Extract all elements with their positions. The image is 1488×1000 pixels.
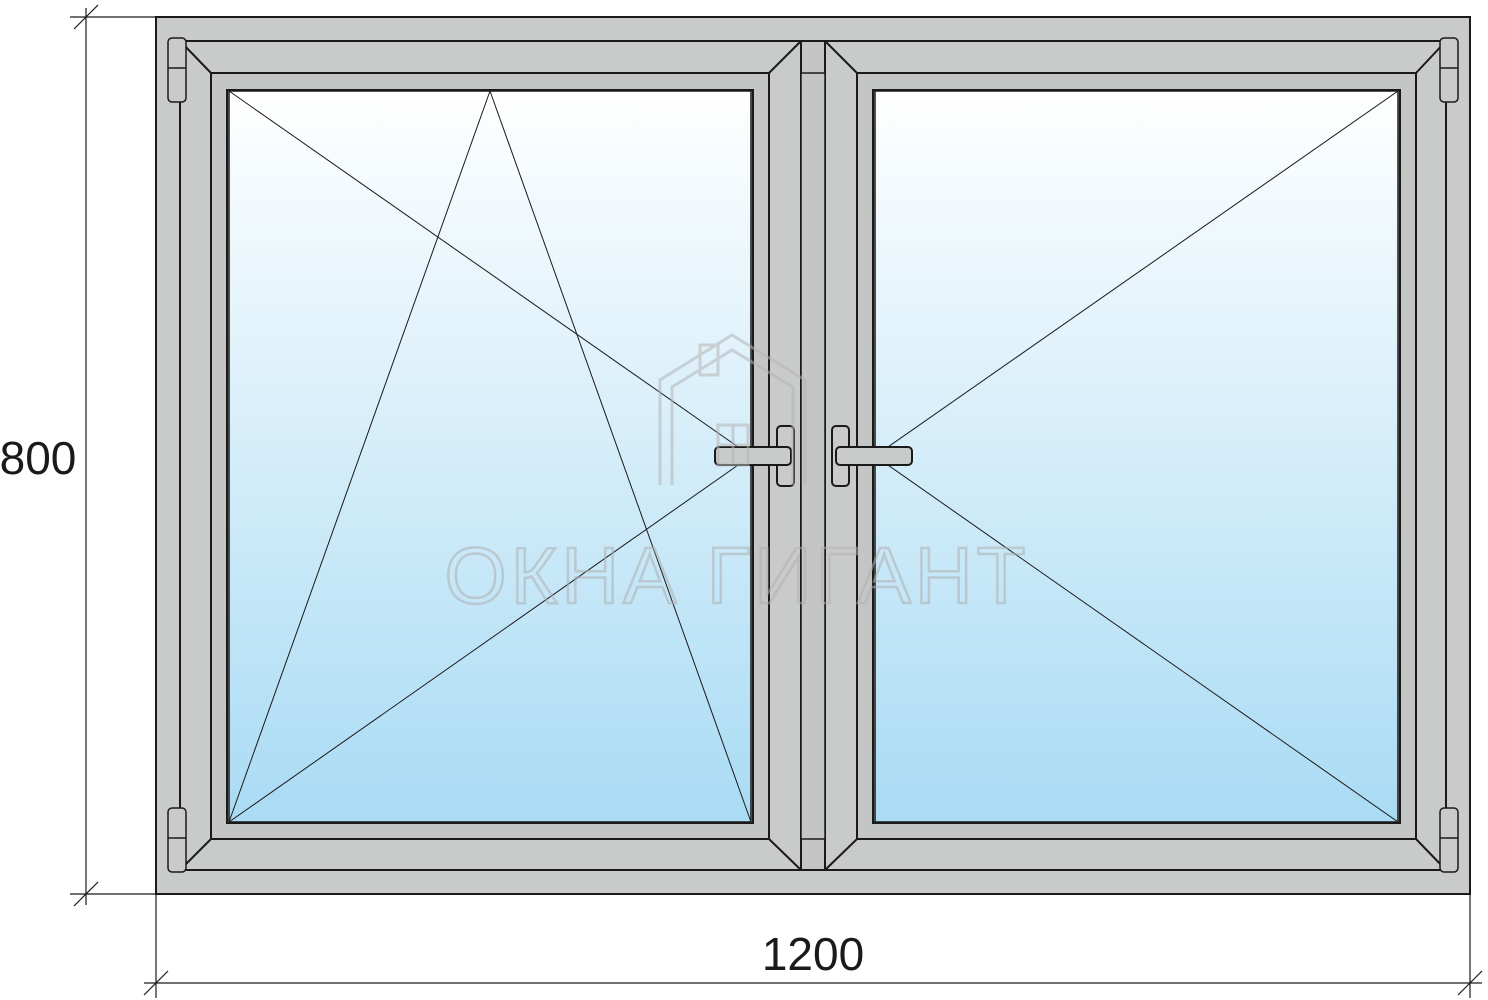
dimension-lines [70, 4, 1483, 998]
left-glass [228, 90, 752, 823]
opening-lines [228, 90, 1399, 823]
watermark-text: ОКНА ГИГАНТ [445, 531, 1030, 620]
right-glass [874, 90, 1399, 823]
right-handle-icon [831, 425, 913, 487]
watermark: ОКНА ГИГАНТ [443, 333, 1030, 621]
hinge-icon [167, 37, 187, 873]
width-dimension-label: 1200 [762, 928, 864, 980]
house-icon [658, 333, 807, 485]
hinge-icon [1439, 37, 1459, 873]
height-dimension-label: 800 [0, 432, 76, 484]
right-sash [824, 40, 1447, 871]
left-sash [179, 40, 802, 871]
